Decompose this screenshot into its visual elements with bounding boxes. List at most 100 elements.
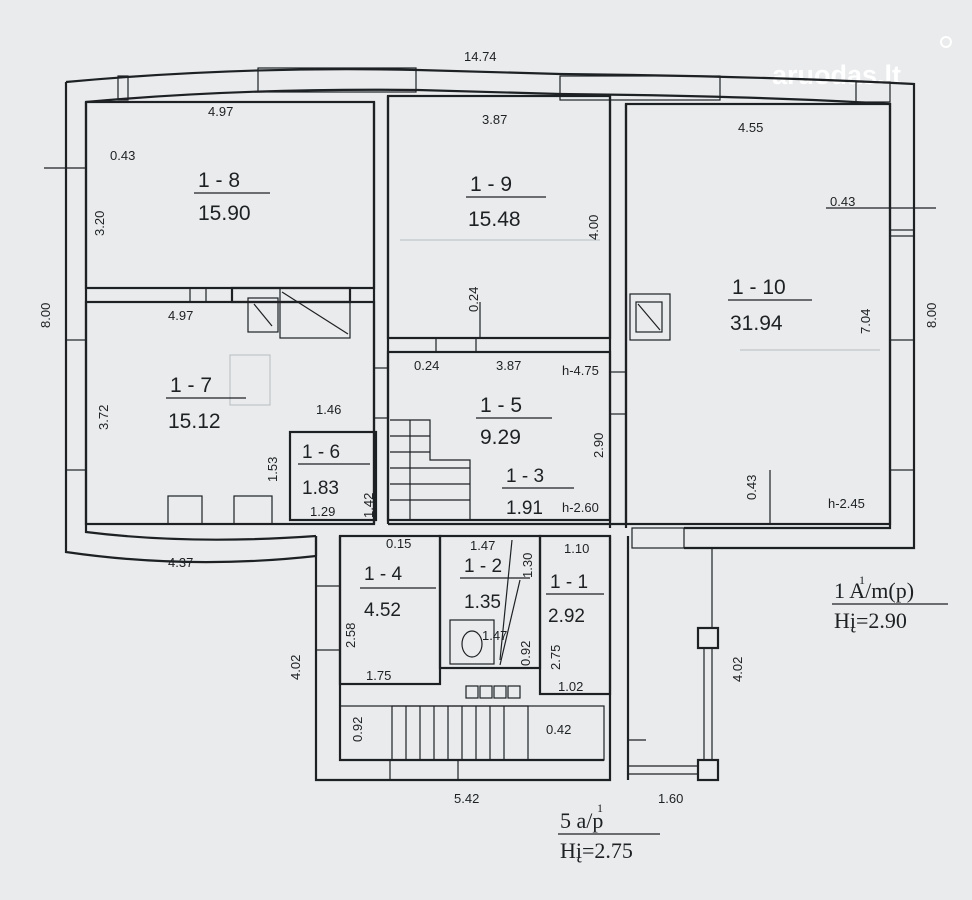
room-area-1-7: 15.12	[168, 410, 221, 433]
dim-0-92-b: 0.92	[350, 717, 365, 742]
annex-walls	[314, 534, 720, 782]
dim-1-46: 1.46	[316, 402, 341, 417]
room-area-1-1: 2.92	[548, 606, 585, 627]
porch-post-1	[696, 626, 720, 650]
dim-3-87-mid: 3.87	[496, 358, 521, 373]
exterior-walls	[64, 67, 916, 564]
room-labels: 1 - 8 15.90 1 - 9 15.48 1 - 10 31.94 1 -…	[166, 169, 812, 627]
vent	[479, 685, 493, 699]
outer-wall-path	[65, 68, 916, 550]
dim-arrow	[499, 539, 513, 661]
vent-grille	[465, 685, 521, 699]
staircase-annex	[391, 705, 529, 761]
vent	[493, 685, 507, 699]
dim-3-87-top: 3.87	[482, 112, 507, 127]
window-1	[117, 75, 129, 101]
chimney-block	[230, 286, 352, 304]
inner-wall-left	[84, 102, 317, 541]
chimney-1	[247, 297, 279, 333]
dim-0-24-horizontal: 0.24	[414, 358, 439, 373]
dim-4-37: 4.37	[168, 555, 193, 570]
dim-arrow	[499, 579, 521, 666]
legend-main-sup: 1	[859, 573, 865, 587]
dim-1-60: 1.60	[658, 791, 683, 806]
window-4	[855, 81, 891, 103]
window-3	[559, 75, 721, 101]
room-id-1-6: 1 - 6	[302, 442, 340, 463]
annex-outer-path	[314, 536, 612, 782]
window-2	[257, 67, 417, 93]
legend-annex: 5 a/p 1 Hį=2.75	[558, 801, 660, 863]
dim-h-2-45: h-2.45	[828, 496, 865, 511]
dim-1-02: 1.02	[558, 679, 583, 694]
inner-wall-path	[85, 88, 892, 530]
ghost-rect	[229, 354, 271, 406]
dim-1-47-a: 1.47	[470, 538, 495, 553]
dim-0-43-right: 0.43	[830, 194, 855, 209]
room-id-1-8: 1 - 8	[198, 169, 240, 192]
annex-window-left	[315, 585, 341, 651]
sink	[167, 495, 203, 525]
toilet	[461, 630, 483, 658]
room-area-1-6: 1.83	[302, 478, 339, 499]
room-id-1-3: 1 - 3	[506, 466, 544, 487]
dim-0-92-a: 0.92	[518, 641, 533, 666]
watermark-text: aruodas.lt	[772, 60, 901, 90]
dim-0-24-vertical: 0.24	[466, 287, 481, 312]
outer-wall-left	[64, 82, 317, 564]
dim-1-75: 1.75	[366, 668, 391, 683]
dim-right-height: 8.00	[924, 303, 939, 328]
interior-walls	[84, 94, 892, 549]
chimney-3-flue	[635, 301, 663, 333]
room-area-1-9: 15.48	[468, 208, 521, 231]
dim-4-00: 4.00	[586, 215, 601, 240]
room-area-1-10: 31.94	[730, 312, 783, 335]
dim-2-58: 2.58	[343, 623, 358, 648]
room-area-1-5: 9.29	[480, 426, 521, 449]
room-area-1-8: 15.90	[198, 202, 251, 225]
chimney-2	[279, 287, 351, 339]
dim-0-15: 0.15	[386, 536, 411, 551]
chimney-3	[629, 293, 671, 341]
annex-stair-outline	[391, 705, 529, 761]
dim-1-10: 1.10	[564, 541, 589, 556]
dim-3-72: 3.72	[96, 405, 111, 430]
stove	[233, 495, 273, 525]
wc-box	[449, 619, 495, 665]
dim-0-43-left: 0.43	[110, 148, 135, 163]
dim-1-30: 1.30	[520, 553, 535, 578]
dim-2-90: 2.90	[591, 433, 606, 458]
dim-overall-width: 14.74	[464, 49, 497, 64]
dim-0-43-low: 0.43	[744, 475, 759, 500]
legend-main-line2: Hį=2.90	[834, 608, 907, 633]
dim-1-42: 1.42	[361, 493, 376, 518]
room-1-8-outline	[84, 100, 376, 290]
room-id-1-1: 1 - 1	[550, 572, 588, 593]
vent	[465, 685, 479, 699]
dimension-arrows	[44, 167, 936, 741]
dim-1-47-b: 1.47	[482, 628, 507, 643]
legend-annex-line2: Hį=2.75	[560, 838, 633, 863]
vent	[507, 685, 521, 699]
legend-annex-line1: 5 a/p	[560, 808, 603, 833]
dim-7-04: 7.04	[858, 309, 873, 334]
room-id-1-7: 1 - 7	[170, 374, 212, 397]
dim-0-42: 0.42	[546, 722, 571, 737]
room-id-1-5: 1 - 5	[480, 394, 522, 417]
window-7	[889, 229, 915, 237]
porch-post-2	[696, 758, 720, 782]
dim-4-02-right: 4.02	[730, 657, 745, 682]
room-area-1-3: 1.91	[506, 498, 543, 519]
window-5	[65, 339, 87, 471]
dim-1-29: 1.29	[310, 504, 335, 519]
room-id-1-4: 1 - 4	[364, 564, 402, 585]
dim-4-02-left: 4.02	[288, 655, 303, 680]
chimney-3-diagonal	[637, 303, 661, 331]
legend-main: 1 A/m(p) 1 Hį=2.90	[832, 573, 948, 633]
annex-window-bottom	[389, 759, 459, 781]
dim-3-20: 3.20	[92, 211, 107, 236]
dim-1-53: 1.53	[265, 457, 280, 482]
dim-4-55: 4.55	[738, 120, 763, 135]
room-id-1-2: 1 - 2	[464, 556, 502, 577]
